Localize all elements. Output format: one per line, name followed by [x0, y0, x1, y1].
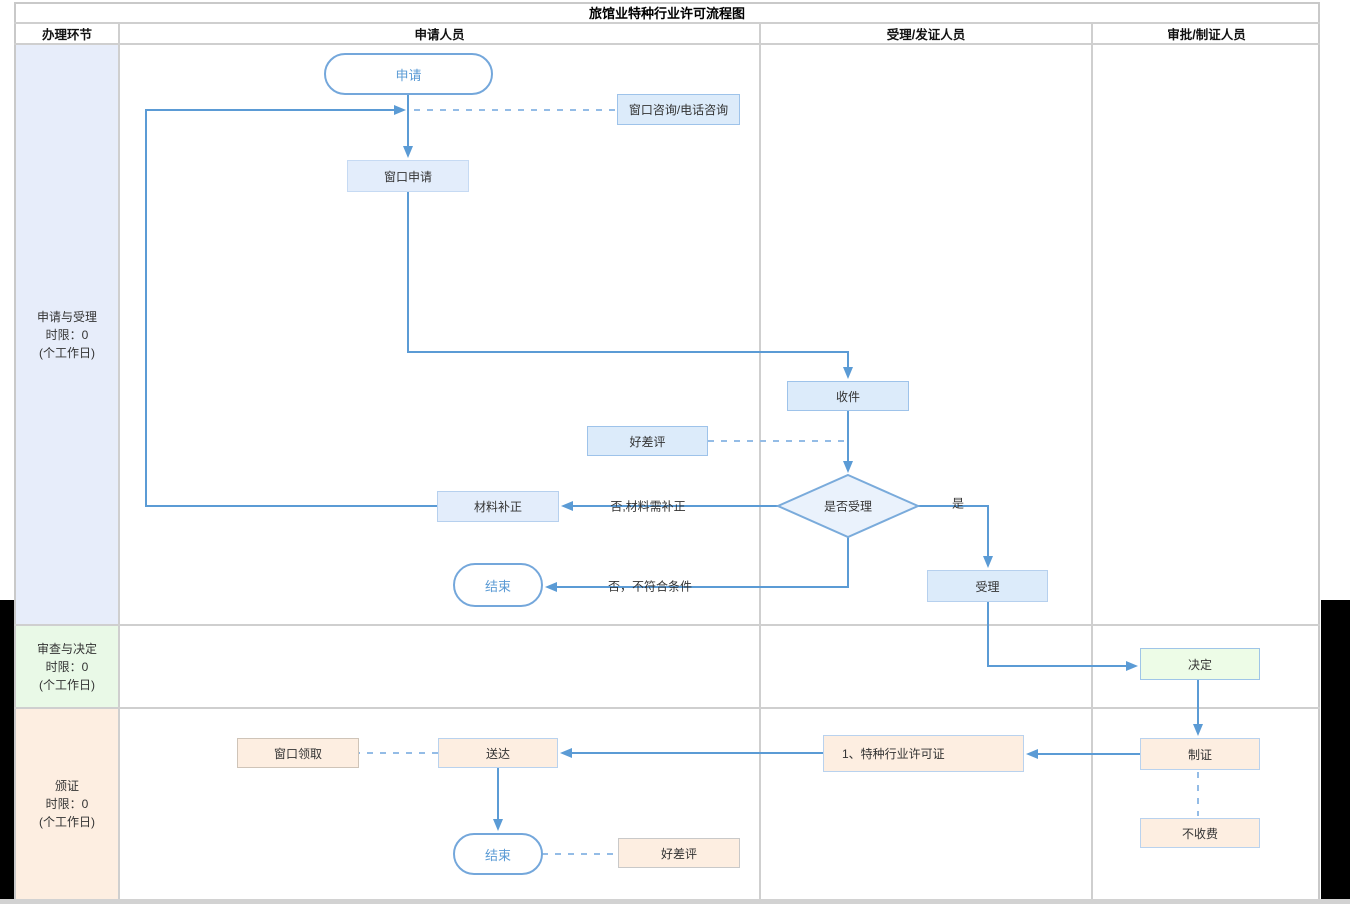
stage1-unit: (个工作日) [39, 345, 95, 360]
header-acceptance-col: 受理/发证人员 [886, 28, 966, 42]
stage2-limit: 时限：0 [45, 659, 89, 674]
start-node-apply: 申请 [324, 53, 493, 95]
stage3-unit: (个工作日) [39, 815, 95, 829]
bottom-border-bar [0, 899, 1350, 904]
grid-hline-row1 [14, 624, 1320, 626]
window-apply-box: 窗口申请 [347, 160, 469, 192]
header-applicant-col: 申请人员 [414, 28, 465, 42]
stage2-unit: (个工作日) [39, 677, 95, 692]
edge-label-no-need-fix: 否,材料需补正 [610, 499, 686, 514]
stage3-limit: 时限：0 [45, 797, 89, 811]
decision-diamond-shape [775, 473, 921, 539]
review-top-box: 好差评 [587, 426, 708, 456]
receive-box: 收件 [787, 381, 909, 411]
window-pickup-box: 窗口领取 [237, 738, 359, 768]
license-item-box: 1、特种行业许可证 [823, 735, 1024, 772]
no-fee-box: 不收费 [1140, 818, 1260, 848]
edge-label-yes: 是 [951, 496, 965, 511]
edge-label-no-reject: 否，不符合条件 [607, 579, 693, 594]
grid-hline-row2 [14, 707, 1320, 709]
dead-space-right [1321, 600, 1350, 899]
end-node-top: 结束 [453, 563, 543, 607]
stage1-limit: 时限：0 [45, 327, 89, 342]
grid-vline-col1 [118, 22, 120, 899]
stage3-name: 颁证 [54, 779, 79, 793]
grid-vline-col3 [1091, 22, 1093, 899]
grid-hline-header [14, 43, 1320, 45]
make-cert-box: 制证 [1140, 738, 1260, 770]
header-stage-col: 办理环节 [41, 28, 92, 42]
stage-cell-issue-cert: 颁证 时限：0 (个工作日) [16, 709, 118, 899]
stage-cell-review-decide: 审查与决定 时限：0 (个工作日) [16, 626, 118, 707]
decide-box: 决定 [1140, 648, 1260, 680]
material-fix-box: 材料补正 [437, 491, 559, 522]
end-node-bottom: 结束 [453, 833, 543, 875]
stage1-name: 申请与受理 [36, 309, 97, 324]
stage2-name: 审查与决定 [36, 641, 97, 656]
dead-space-left [0, 600, 14, 899]
page-title: 旅馆业特种行业许可流程图 [588, 5, 745, 21]
header-approval-col: 审批/制证人员 [1167, 28, 1246, 42]
decision-diamond-label: 是否受理 [823, 499, 873, 514]
grid-hline-title [14, 22, 1320, 24]
accept-box: 受理 [927, 570, 1048, 602]
consult-box: 窗口咨询/电话咨询 [617, 94, 740, 125]
stage-cell-apply-accept: 申请与受理 时限：0 (个工作日) [16, 45, 118, 624]
review-bottom-box: 好差评 [618, 838, 740, 868]
grid-vline-col2 [759, 22, 761, 899]
deliver-box: 送达 [438, 738, 558, 768]
